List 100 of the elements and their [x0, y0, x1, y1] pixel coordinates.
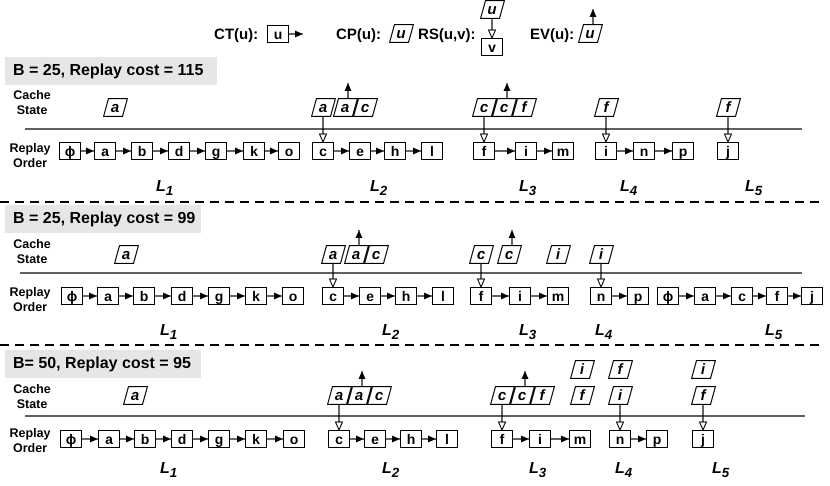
block-box: h [400, 430, 422, 448]
arrow [230, 436, 245, 442]
block-box: m [569, 430, 591, 448]
cache-entry: f [608, 360, 632, 379]
block-box: g [208, 430, 230, 448]
loop-label: L$_{5}$ [765, 322, 782, 342]
arrow [329, 264, 337, 288]
block-box: m [552, 142, 574, 160]
block-box: h [395, 287, 417, 305]
block-box: c [322, 287, 344, 305]
arrow [190, 148, 205, 154]
block-box: j [717, 142, 739, 160]
arrow [495, 148, 515, 154]
block-box: ϕ [59, 142, 81, 160]
block-box: l [436, 430, 458, 448]
arrow [265, 148, 278, 154]
loop-label: L$_{2}$ [370, 178, 388, 198]
row-label: Replay Order [8, 426, 52, 456]
block-box: k [245, 287, 267, 305]
block-box: i [595, 142, 617, 160]
cache-entry: a [320, 245, 346, 264]
arrow [119, 292, 133, 300]
row-label: Cache State [12, 382, 52, 412]
block-box: n [590, 287, 612, 305]
cache-entry: c [472, 98, 496, 117]
arrow [551, 436, 569, 442]
block-box: f [766, 287, 788, 305]
block-box: l [421, 142, 443, 160]
cache-entry: a [344, 245, 368, 264]
block-box: ϕ [60, 430, 82, 448]
arrow [83, 292, 97, 300]
heading-band: B = 25, Replay cost = 99 [5, 205, 201, 233]
arrow [335, 405, 343, 430]
notation-label: EV(u): [530, 26, 574, 43]
arrow [531, 292, 547, 300]
arrow [498, 405, 506, 430]
row-label: Cache State [12, 237, 52, 267]
arrow [753, 292, 766, 300]
block-box: k [245, 430, 267, 448]
arrow [227, 148, 243, 154]
arrow [616, 405, 624, 430]
cache-entry: f [594, 98, 618, 117]
cache-entry: a [310, 98, 336, 117]
arrow [716, 292, 731, 300]
block-box: o [278, 142, 300, 160]
block-box: i [509, 287, 531, 305]
arrow [522, 371, 528, 386]
block-box: d [171, 287, 193, 305]
arrow [631, 436, 646, 442]
loop-label: L$_{1}$ [160, 460, 178, 480]
arrow [699, 405, 707, 430]
cache-entry: a [122, 386, 148, 405]
block-box: o [282, 287, 304, 305]
arrow [155, 292, 171, 300]
block-box: e [349, 142, 371, 160]
cache-entry: i [608, 386, 632, 405]
block-box: g [208, 287, 230, 305]
arrow [358, 371, 366, 386]
loop-label: L$_{3}$ [519, 178, 536, 198]
arrow [381, 292, 395, 300]
arrow [422, 436, 436, 442]
block-box: c [312, 142, 334, 160]
arrow [344, 292, 359, 300]
notation-label: RS(u,v): [418, 26, 476, 43]
block-box: v [481, 38, 503, 56]
arrow [590, 9, 596, 24]
block-box: u [267, 25, 289, 43]
block-box: a [94, 142, 116, 160]
cache-entry: u [388, 24, 414, 43]
arrow [193, 292, 208, 300]
arrow [617, 148, 633, 154]
row-label: Cache State [12, 88, 52, 118]
block-box: i [515, 142, 537, 160]
block-box: p [627, 287, 649, 305]
loop-label: L$_{2}$ [382, 322, 400, 342]
arrow [344, 83, 352, 98]
arrow [289, 30, 303, 38]
block-box: o [283, 430, 305, 448]
arrow [356, 230, 362, 245]
block-box: g [205, 142, 227, 160]
block-box: l [432, 287, 454, 305]
arrow [386, 436, 400, 442]
block-box: a [694, 287, 716, 305]
loop-label: L$_{5}$ [745, 178, 762, 198]
arrow [319, 117, 327, 142]
arrow [350, 436, 364, 442]
arrow [537, 148, 552, 154]
block-box: c [328, 430, 350, 448]
arrow [406, 148, 421, 154]
block-box: b [131, 142, 153, 160]
arrow [417, 292, 432, 300]
cache-entry: f [716, 98, 740, 117]
arrow [655, 148, 672, 154]
block-box: e [359, 287, 381, 305]
loop-label: L$_{3}$ [529, 460, 546, 480]
arrow [193, 436, 208, 442]
arrow [153, 148, 168, 154]
loop-label: L$_{5}$ [712, 460, 730, 480]
block-box: ϕ [61, 287, 83, 305]
cache-entry: u [578, 24, 602, 43]
